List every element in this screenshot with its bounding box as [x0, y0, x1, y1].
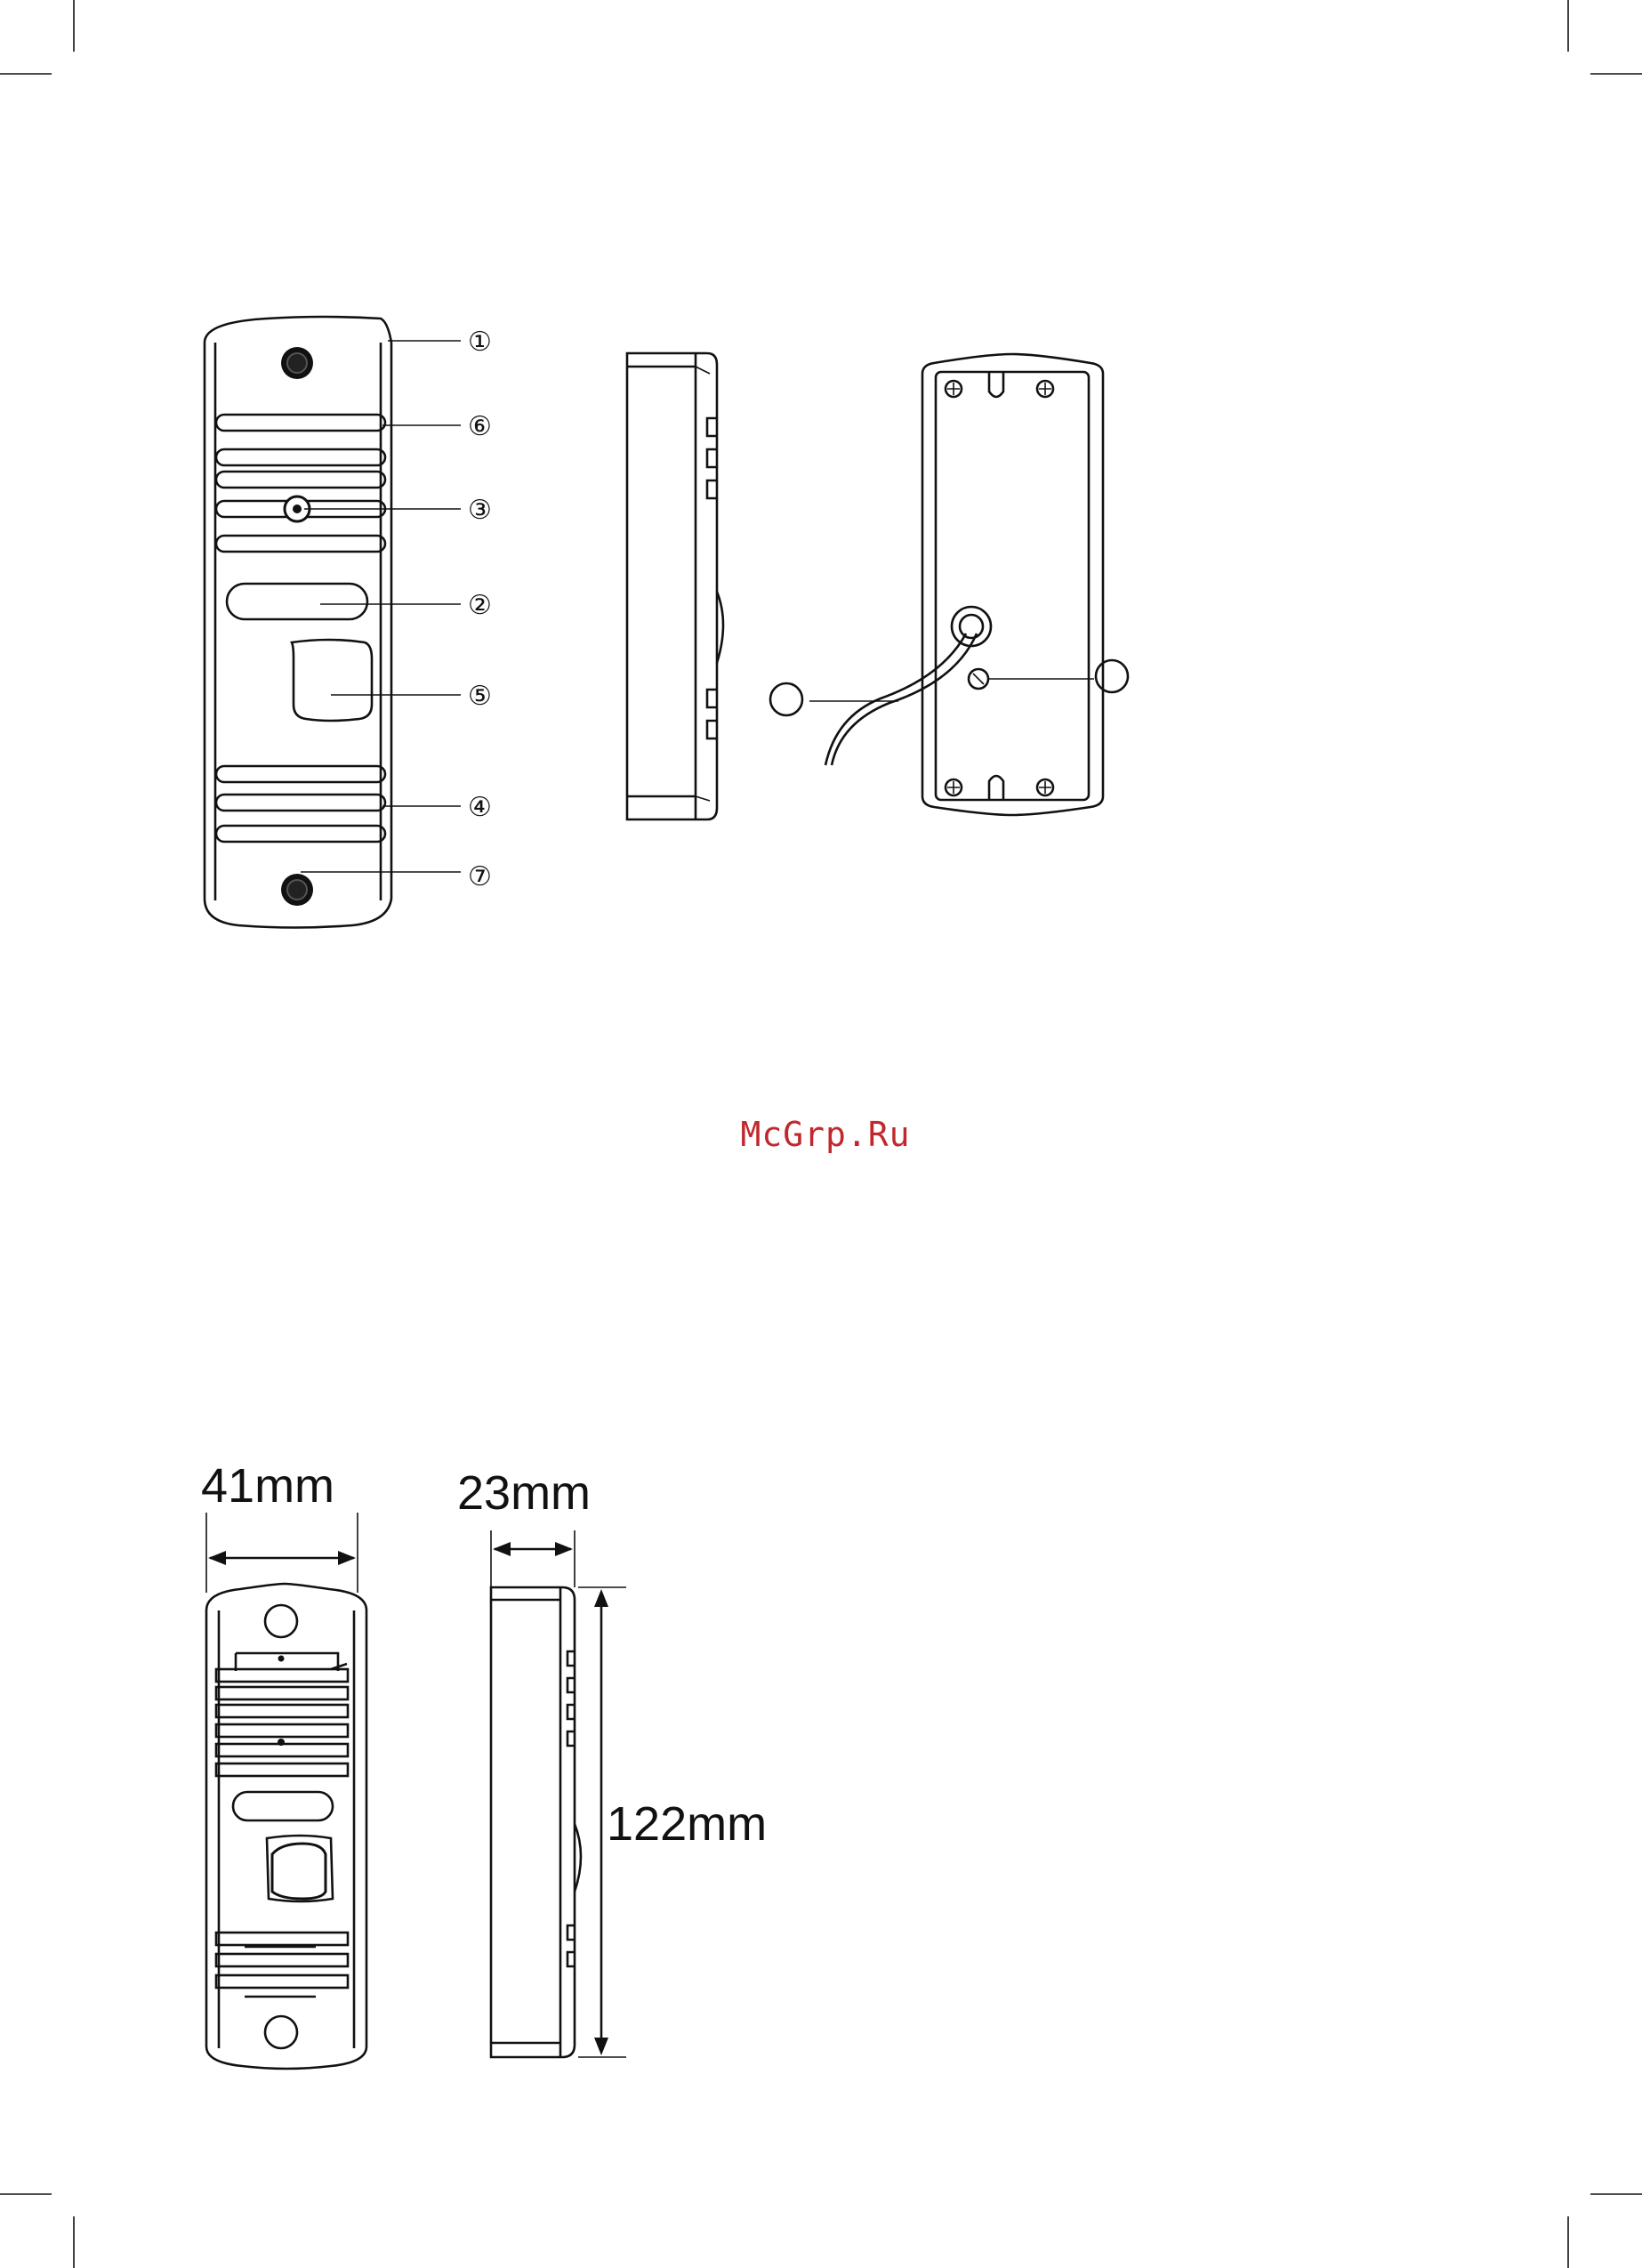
- dim-lower-slots: [216, 1933, 348, 1988]
- callout-3: ③: [468, 495, 492, 526]
- dim-upper-slots: [216, 1664, 348, 1776]
- back-view-panel: [770, 354, 1128, 815]
- dim-name-plate: [233, 1792, 333, 1820]
- dimension-side-view: 23mm 122mm: [457, 1466, 767, 2057]
- callout-6: ⑥: [468, 411, 492, 442]
- dim-top-screw-hole: [265, 1605, 297, 1637]
- callout-1: ①: [468, 327, 492, 358]
- side-view-panel: [627, 353, 723, 819]
- call-button: [292, 640, 372, 721]
- dim-bottom-screw-hole: [265, 2016, 297, 2048]
- callout-7: ⑦: [468, 861, 492, 892]
- dim-call-button-inner: [272, 1844, 326, 1899]
- cable: [825, 634, 966, 765]
- watermark: McGrp.Ru: [740, 1115, 910, 1154]
- front-view-panel: [205, 317, 461, 928]
- lower-speaker-slots: [216, 766, 385, 842]
- callout-4: ④: [468, 792, 492, 823]
- upper-speaker-slots: [216, 415, 385, 552]
- blank-callout-right: [1096, 660, 1128, 692]
- width-dimension-label: 41mm: [201, 1459, 334, 1513]
- side-vent-notches: [707, 418, 717, 739]
- name-plate: [227, 584, 367, 619]
- cable-grommet: [952, 607, 991, 646]
- callout-5: ⑤: [468, 681, 492, 712]
- blank-callout-left: [770, 683, 802, 715]
- mounting-screws: [946, 381, 1053, 795]
- callout-labels: ① ⑥ ③ ② ⑤ ④ ⑦: [468, 327, 492, 892]
- height-dimension-label: 122mm: [607, 1797, 767, 1851]
- depth-dimension-label: 23mm: [457, 1466, 591, 1520]
- dimension-front-view: 41mm: [201, 1459, 366, 2069]
- callout-2: ②: [468, 590, 492, 621]
